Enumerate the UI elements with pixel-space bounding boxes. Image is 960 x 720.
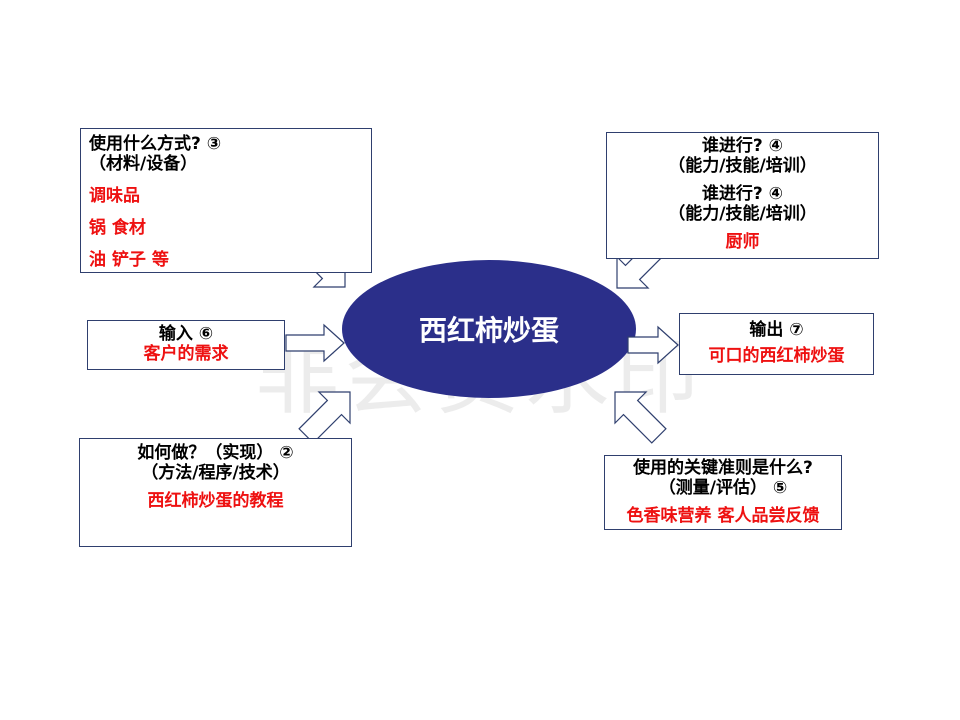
materials-box: 使用什么方式? ③ （材料/设备） 调味品 锅 食材 油 铲子 等 xyxy=(80,128,372,273)
who-subtitle-2: （能力/技能/培训） xyxy=(668,204,817,224)
how-box: 如何做？（实现） ② （方法/程序/技术） 西红柿炒蛋的教程 xyxy=(79,438,352,547)
center-ellipse xyxy=(342,260,636,398)
output-box: 输出 ⑦ 可口的西红柿炒蛋 xyxy=(679,313,874,375)
how-question: 如何做？（实现） ② xyxy=(137,443,294,463)
output-value: 可口的西红柿炒蛋 xyxy=(708,346,845,366)
who-question-1: 谁进行? ④ xyxy=(701,136,784,156)
materials-question: 使用什么方式? ③ xyxy=(89,134,222,154)
how-subtitle: （方法/程序/技术） xyxy=(141,463,290,483)
materials-subtitle: （材料/设备） xyxy=(89,154,198,174)
who-answer: 厨师 xyxy=(725,232,760,252)
materials-item-oil: 油 铲子 等 xyxy=(89,250,169,270)
criteria-box: 使用的关键准则是什么? （测量/评估） ⑤ 色香味营养 客人品尝反馈 xyxy=(604,455,842,530)
output-label: 输出 ⑦ xyxy=(749,320,804,340)
input-label: 输入 ⑥ xyxy=(158,324,214,344)
materials-item-pot: 锅 食材 xyxy=(89,218,146,238)
who-question-2: 谁进行? ④ xyxy=(701,184,784,204)
arrow-input xyxy=(285,323,345,363)
arrow-how xyxy=(298,391,351,444)
materials-item-seasoning: 调味品 xyxy=(89,186,140,206)
how-answer: 西红柿炒蛋的教程 xyxy=(147,491,284,511)
input-value: 客户的需求 xyxy=(143,344,229,364)
arrow-criteria xyxy=(614,391,667,444)
criteria-answer: 色香味营养 客人品尝反馈 xyxy=(626,506,820,526)
input-box: 输入 ⑥ 客户的需求 xyxy=(87,320,285,370)
criteria-question: 使用的关键准则是什么? xyxy=(633,458,813,478)
who-subtitle-1: （能力/技能/培训） xyxy=(668,156,817,176)
criteria-subtitle: （测量/评估） ⑤ xyxy=(658,478,788,498)
who-box: 谁进行? ④ （能力/技能/培训） 谁进行? ④ （能力/技能/培训） 厨师 xyxy=(606,132,879,259)
arrow-output xyxy=(627,325,679,365)
center-label: 西红柿炒蛋 xyxy=(418,314,559,347)
